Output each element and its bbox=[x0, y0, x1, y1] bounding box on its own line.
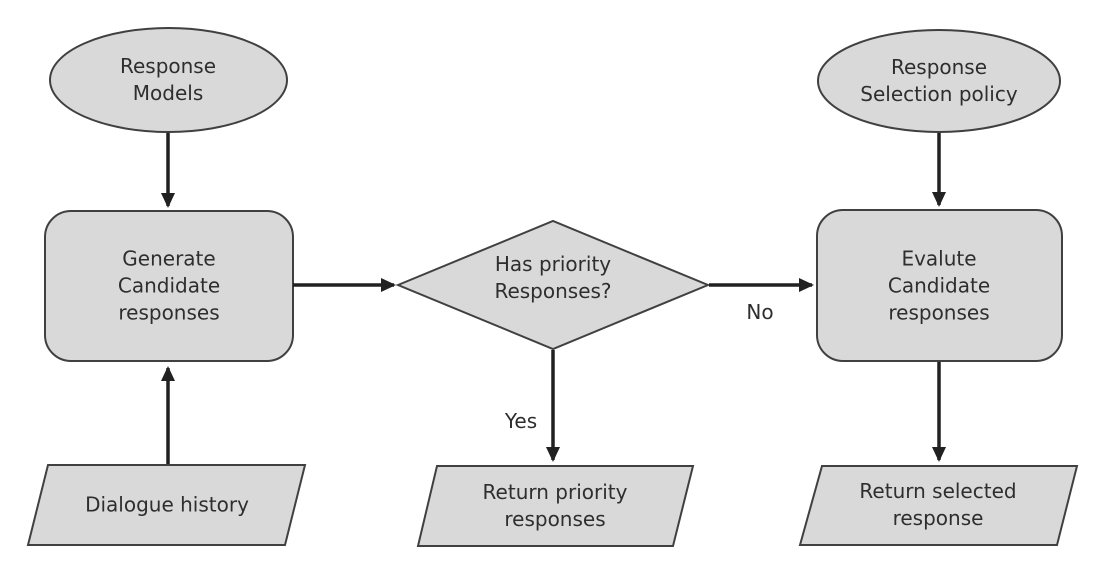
return-priority-responses-shape bbox=[416, 465, 695, 547]
label-line: response bbox=[892, 506, 984, 530]
has-priority-responses-label: Has priority Responses? bbox=[494, 251, 611, 305]
evaluate-candidate-responses-shape bbox=[816, 209, 1063, 362]
dialogue-history-shape bbox=[26, 464, 307, 546]
label-line: Generate bbox=[122, 246, 216, 271]
label-line: responses bbox=[504, 507, 606, 531]
evaluate-candidate-responses-label: Evalute Candidate responses bbox=[888, 246, 990, 327]
return-selected-response-label: Return selected response bbox=[859, 478, 1016, 532]
label-line: Response bbox=[890, 55, 988, 79]
label-line: Selection policy bbox=[860, 82, 1018, 106]
label-line: responses bbox=[118, 300, 220, 325]
label-line: Evalute bbox=[901, 246, 977, 271]
label-line: Candidate bbox=[887, 273, 991, 298]
return-selected-response-shape bbox=[798, 465, 1079, 546]
generate-candidate-responses-label: Generate Candidate responses bbox=[118, 246, 220, 327]
label-line: Responses? bbox=[494, 279, 612, 303]
response-models-shape bbox=[49, 27, 288, 133]
label-line: Return selected bbox=[859, 479, 1017, 503]
label-line: Candidate bbox=[117, 273, 221, 298]
return-priority-responses-label: Return priority responses bbox=[483, 479, 628, 533]
label-line: Dialogue history bbox=[85, 492, 249, 517]
response-selection-policy-shape bbox=[817, 29, 1061, 133]
label-line: Models bbox=[132, 81, 204, 105]
label-line: Return priority bbox=[482, 480, 628, 504]
dialogue-history-label: Dialogue history bbox=[85, 492, 249, 519]
label-line: Has priority bbox=[494, 252, 612, 276]
edge-label-no: No bbox=[746, 300, 774, 324]
has-priority-responses-shape bbox=[395, 219, 711, 351]
response-selection-policy-label: Response Selection policy bbox=[860, 54, 1017, 108]
response-models-label: Response Models bbox=[120, 53, 216, 107]
edge-label-yes: Yes bbox=[504, 409, 538, 433]
label-line: Response bbox=[119, 54, 217, 78]
label-line: responses bbox=[888, 300, 990, 325]
